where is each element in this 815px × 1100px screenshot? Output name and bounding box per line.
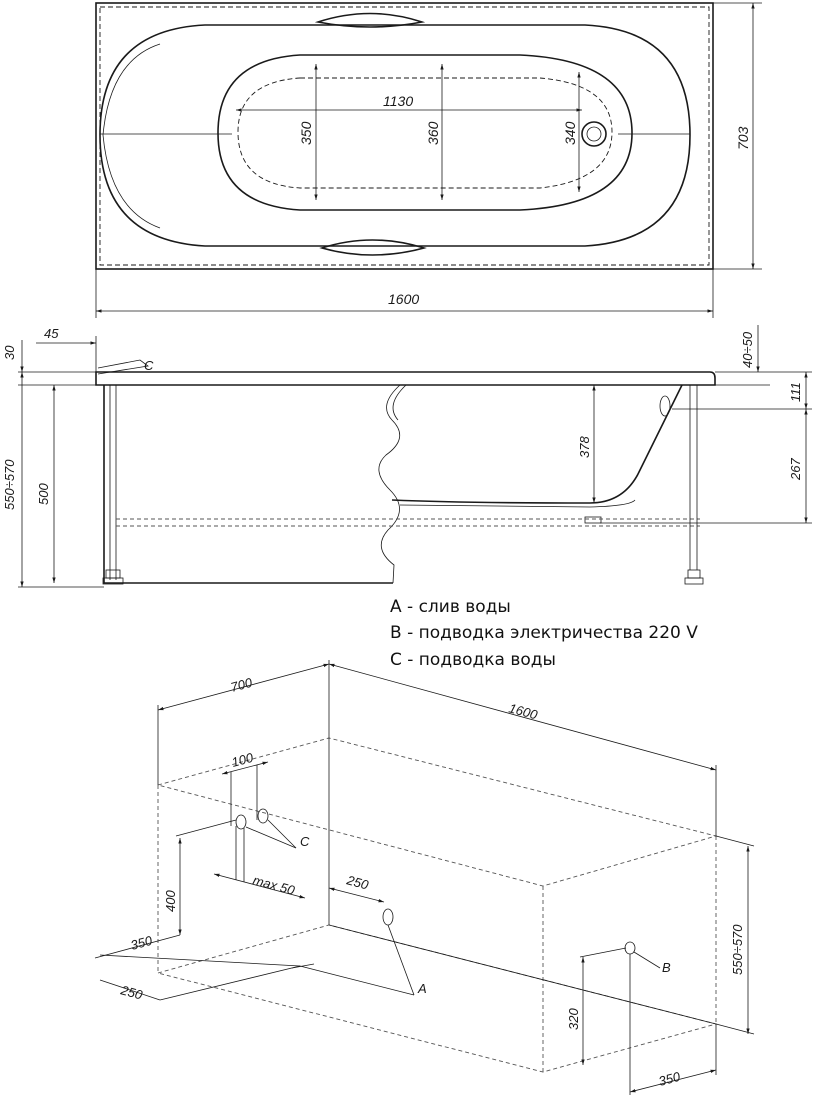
dim-320: 320 xyxy=(566,1008,581,1030)
dim-550-570: 550÷570 xyxy=(2,459,17,510)
dim-line-100 xyxy=(221,761,269,775)
ext-250-left xyxy=(99,979,161,1001)
iso-electric-socket xyxy=(624,941,636,955)
dim-500: 500 xyxy=(36,483,51,505)
dim-1600: 1600 xyxy=(388,291,419,307)
tub-rim-side xyxy=(95,371,716,386)
dim-30: 30 xyxy=(2,345,17,360)
foot-left xyxy=(105,569,121,579)
leader-a xyxy=(387,924,415,996)
label-c-side: C xyxy=(144,358,154,373)
side-view: C 30 550÷570 500 45 40÷50 111 267 378 xyxy=(2,325,812,588)
break-line-right xyxy=(392,384,407,421)
dim-700: 700 xyxy=(229,675,255,695)
dim-line-350-right xyxy=(629,1069,717,1093)
leader-b xyxy=(633,951,661,969)
ext-350-left xyxy=(94,934,181,959)
dim-350-iso: 350 xyxy=(129,933,155,953)
iso-water-inlet-2 xyxy=(257,808,269,824)
dim-1130: 1130 xyxy=(383,93,413,109)
dim-340: 340 xyxy=(562,121,578,145)
dim-100: 100 xyxy=(230,750,256,770)
label-c-iso: C xyxy=(300,834,310,849)
overflow-hole xyxy=(659,395,671,417)
top-view: 1130 350 360 340 703 1600 xyxy=(95,2,762,318)
dim-360: 360 xyxy=(425,121,441,145)
dim-line-1600-iso xyxy=(328,663,717,771)
tub-outline-top xyxy=(95,2,714,270)
dim-400: 400 xyxy=(163,890,178,912)
iso-water-inlet-1 xyxy=(235,814,247,830)
dim-1600-iso: 1600 xyxy=(507,700,540,722)
iso-bottom-face xyxy=(156,924,718,1073)
foot-left-base xyxy=(102,577,124,585)
ext-550-top xyxy=(715,835,755,847)
iso-drain xyxy=(382,908,394,926)
tub-outer-bowl xyxy=(99,24,691,247)
ext-400-top xyxy=(175,819,237,837)
legend: A - слив воды B - подводка электричества… xyxy=(390,597,698,670)
water-inlet xyxy=(97,359,149,375)
iso-back-floor xyxy=(328,924,717,1025)
tub-rim-dashed xyxy=(99,6,710,266)
break-line-left xyxy=(378,384,401,584)
dim-line-250-drain xyxy=(328,887,385,903)
dim-703: 703 xyxy=(735,126,751,150)
foot-right xyxy=(687,569,701,579)
dim-267: 267 xyxy=(788,458,803,481)
dim-250-iso: 250 xyxy=(118,982,145,1003)
leader-c-2 xyxy=(245,826,297,849)
dim-line-max50 xyxy=(213,873,306,899)
iso-view: 700 1600 100 C max 50 400 250 A xyxy=(94,660,755,1095)
dim-378: 378 xyxy=(577,436,592,458)
legend-b: B - подводка электричества 220 V xyxy=(390,623,698,643)
dim-350: 350 xyxy=(298,121,314,145)
dim-350-right: 350 xyxy=(657,1069,683,1089)
label-a-iso: A xyxy=(417,981,427,996)
handle-top xyxy=(314,12,426,28)
dim-line-350-iso xyxy=(99,954,301,967)
dim-max50: max 50 xyxy=(251,872,297,898)
dim-250-drain: 250 xyxy=(344,872,371,893)
dim-40-50: 40÷50 xyxy=(740,331,755,368)
tub-headrest xyxy=(102,43,161,229)
drain-circle-inner xyxy=(586,126,602,142)
ext-320-top xyxy=(579,947,627,958)
dim-line-250-iso xyxy=(159,965,301,1001)
tub-inner-bowl xyxy=(217,54,633,211)
drain-circle-outer xyxy=(581,121,607,147)
dim-45: 45 xyxy=(44,326,59,341)
front-panel xyxy=(103,385,393,584)
legend-a: A - слив воды xyxy=(390,597,511,617)
leader-a-floor xyxy=(299,965,415,996)
dim-550-iso: 550÷570 xyxy=(730,924,745,975)
handle-bottom xyxy=(319,239,427,256)
tub-bowl-bottom xyxy=(399,499,636,508)
foot-right-base xyxy=(684,577,704,585)
dim-line-700 xyxy=(157,663,330,711)
legend-c: C - подводка воды xyxy=(390,650,556,670)
leader-c-1 xyxy=(267,819,297,849)
label-b-iso: B xyxy=(662,960,671,975)
tub-bowl-side xyxy=(391,384,683,504)
tub-bottom-dashed xyxy=(237,77,613,189)
dim-111: 111 xyxy=(788,382,803,402)
drain-fitting xyxy=(584,516,602,524)
